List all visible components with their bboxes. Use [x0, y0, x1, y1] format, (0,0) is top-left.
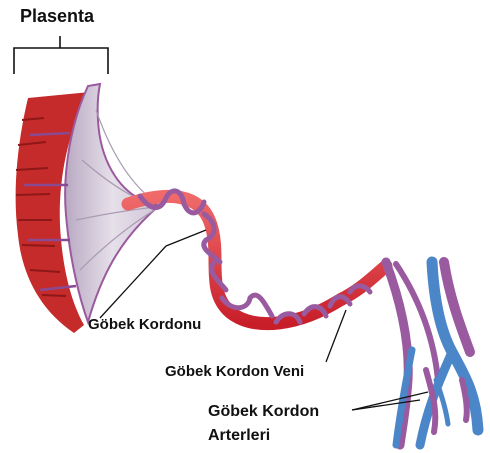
placenta-disc — [16, 84, 160, 333]
placenta-bracket — [14, 36, 108, 74]
umbilical-cord — [128, 191, 386, 324]
label-umbilical-cord: Göbek Kordonu — [88, 316, 201, 333]
fetal-vessels — [386, 262, 478, 445]
label-umbilical-arteries: Göbek Kordon Arterleri — [208, 400, 319, 448]
label-umbilical-arteries-line2: Arterleri — [208, 424, 319, 448]
label-placenta: Plasenta — [20, 6, 94, 27]
label-umbilical-vein: Göbek Kordon Veni — [165, 363, 304, 380]
leader-vein — [326, 310, 346, 362]
label-umbilical-arteries-line1: Göbek Kordon — [208, 400, 319, 424]
